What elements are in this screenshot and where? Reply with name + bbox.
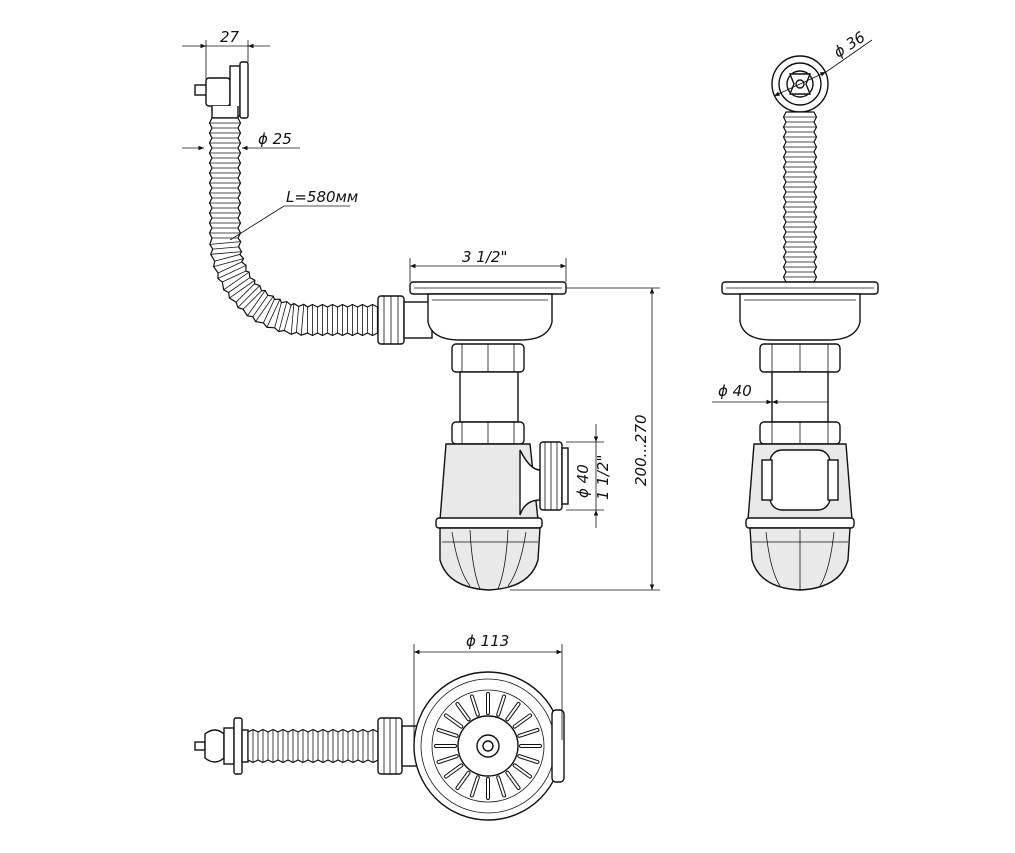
strainer-basket-front bbox=[409, 281, 567, 341]
hose-rib bbox=[283, 305, 292, 331]
strainer-slot-inner bbox=[437, 728, 458, 737]
hose-rib bbox=[229, 279, 256, 299]
lower-nut-front bbox=[451, 421, 525, 445]
lower-nut-side bbox=[759, 421, 841, 445]
strainer-slot-inner bbox=[497, 695, 506, 716]
siphon-cup-side bbox=[745, 517, 855, 591]
hose-rib bbox=[209, 241, 241, 245]
strainer-basket-side bbox=[721, 281, 879, 341]
hose-rib bbox=[300, 304, 305, 336]
hose-rib bbox=[252, 295, 269, 317]
hose-rib bbox=[213, 258, 244, 268]
strainer-slot-inner bbox=[444, 714, 463, 728]
dim-height-range: 200...270 bbox=[632, 414, 650, 486]
dim-hose-diameter: ϕ 25 bbox=[258, 130, 292, 148]
hose-rib bbox=[255, 295, 274, 322]
upper-nut-front bbox=[451, 343, 525, 373]
strainer-slot-inner bbox=[470, 776, 479, 797]
hose-rib bbox=[214, 254, 240, 262]
hose-rib bbox=[228, 277, 251, 293]
top-view bbox=[194, 671, 565, 821]
strainer-slot-inner bbox=[513, 714, 532, 728]
hose-outline bbox=[208, 117, 379, 337]
strainer-slots bbox=[434, 692, 542, 800]
siphon-cup-front bbox=[435, 517, 543, 591]
strainer-slot-inner bbox=[513, 764, 532, 778]
strainer-slot-inner bbox=[437, 755, 458, 764]
overflow-head-top bbox=[194, 717, 249, 775]
corrugated-hose-side bbox=[782, 111, 818, 283]
dim-strainer-diameter: ϕ 113 bbox=[466, 632, 509, 650]
strainer-slot-inner bbox=[470, 695, 479, 716]
strainer-slot-inner bbox=[518, 755, 539, 764]
side-view bbox=[721, 55, 879, 591]
strainer-slot-inner bbox=[497, 776, 506, 797]
overflow-head-side bbox=[194, 61, 249, 119]
dim-overflow-width: 27 bbox=[220, 28, 240, 46]
hose-rib bbox=[247, 290, 266, 317]
front-view bbox=[194, 61, 569, 591]
dim-outlet-thread-side: 1 1/2" bbox=[594, 455, 612, 500]
hose-nut-top bbox=[377, 717, 419, 775]
strainer-slot-inner bbox=[506, 702, 520, 721]
dim-outlet-thread: 3 1/2" bbox=[462, 248, 507, 266]
hose-nut-front bbox=[377, 295, 433, 345]
hose-rib bbox=[223, 271, 250, 291]
upper-nut-side bbox=[759, 343, 841, 373]
corrugated-hose-top bbox=[247, 728, 379, 764]
side-outlet-front bbox=[539, 441, 569, 511]
siphon-body-front bbox=[439, 443, 541, 521]
hose-rib bbox=[274, 302, 282, 328]
hose-rib bbox=[210, 251, 242, 255]
hose-rib bbox=[263, 299, 275, 324]
dim-pipe-diameter-side: ϕ 40 bbox=[718, 382, 752, 400]
hose-rib bbox=[295, 306, 300, 333]
strainer-slot-inner bbox=[456, 702, 470, 721]
hose-rib bbox=[266, 299, 281, 328]
dimension-lines bbox=[182, 39, 873, 740]
hose-rib bbox=[242, 290, 262, 310]
strainer-slot-inner bbox=[444, 764, 463, 778]
pipe-side bbox=[771, 371, 829, 423]
dim-overflow-head-diameter: ϕ 36 bbox=[830, 28, 868, 61]
strainer-top bbox=[413, 671, 565, 821]
strainer-slot-inner bbox=[456, 771, 470, 790]
hose-rib bbox=[237, 285, 261, 308]
dimension-labels: 27 ϕ 25 L=580мм 3 1/2" 200...270 ϕ 40 1 … bbox=[220, 28, 868, 650]
hose-rib bbox=[217, 261, 242, 274]
dim-hose-length: L=580мм bbox=[286, 188, 358, 206]
strainer-slot-inner bbox=[518, 728, 539, 737]
hose-rib bbox=[278, 301, 288, 332]
hose-rib bbox=[235, 283, 255, 303]
hose-rib bbox=[290, 303, 295, 335]
corrugated-hose-front bbox=[208, 117, 379, 337]
hose-rib bbox=[212, 246, 239, 250]
hose-rib bbox=[217, 265, 247, 279]
siphon-body-side bbox=[747, 443, 853, 521]
hose-rib bbox=[222, 270, 247, 283]
dim-outlet-diameter: ϕ 40 bbox=[574, 464, 592, 498]
strainer-slot-inner bbox=[506, 771, 520, 790]
pipe-front bbox=[459, 371, 519, 423]
